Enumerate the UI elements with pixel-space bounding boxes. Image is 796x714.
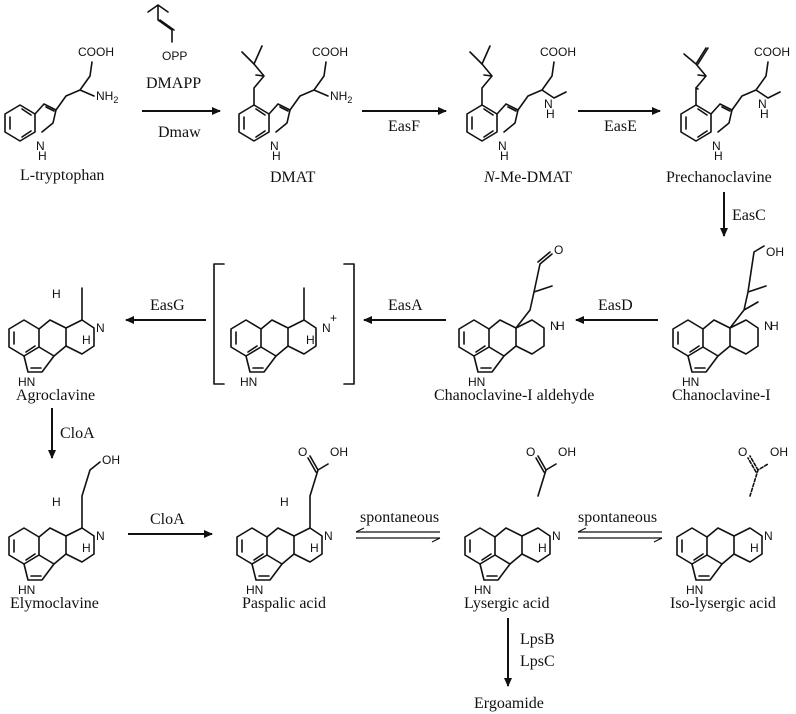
reagent-easg: EasG (150, 297, 185, 314)
nh-h-label: H (556, 319, 565, 333)
reagent-cloa2: CloA (150, 511, 185, 528)
n-label: N (96, 529, 105, 543)
nh-h-label: H (760, 107, 769, 121)
caption-elymoclavine: Elymoclavine (10, 595, 99, 612)
indole-h-label: H (38, 149, 47, 163)
caption-isolysergic: Iso-lysergic acid (670, 595, 776, 612)
nh2-label: NH2 (96, 89, 118, 105)
h-label: H (306, 333, 315, 347)
isolysergic-structure: O OH N H HN (676, 445, 788, 597)
nh-h-label: H (546, 107, 555, 121)
reagent-easf: EasF (388, 118, 420, 135)
hn-label: HN (468, 375, 485, 389)
iminium-intermediate: N + H HN (213, 263, 355, 389)
indole-nh-label: N (712, 139, 721, 153)
h-label: H (280, 495, 289, 509)
cooh-label: COOH (78, 45, 114, 59)
n-label: N (96, 321, 105, 335)
equilibrium-arrow-1 (355, 527, 441, 543)
caption-nmedmat: N-Me-DMAT (483, 169, 572, 186)
hn-label: HN (682, 375, 699, 389)
cooh-label: COOH (540, 45, 576, 59)
iminium-charge: + (330, 311, 337, 325)
caption-lysergic: Lysergic acid (464, 595, 549, 612)
reagent-spontaneous-2: spontaneous (578, 509, 657, 526)
o-label: O (738, 445, 747, 459)
n-label: N (324, 529, 333, 543)
reagent-easa: EasA (388, 297, 423, 314)
hn-label: HN (246, 583, 263, 597)
caption-ergoamide: Ergoamide (474, 695, 544, 712)
oh-label: OH (766, 245, 784, 259)
indole-h-label: H (500, 149, 509, 163)
hn-label: HN (18, 375, 35, 389)
dmapp-structure: OPP (147, 4, 187, 63)
hn-label: HN (240, 375, 257, 389)
oh-label: OH (558, 445, 576, 459)
oh-label: OH (102, 453, 120, 467)
hn-label: HN (686, 583, 703, 597)
reagent-easc: EasC (732, 207, 766, 224)
nh2-label: NH2 (330, 89, 352, 105)
chanoclavine-aldehyde-structure: O N H HN (458, 243, 565, 389)
cooh-label: COOH (754, 45, 790, 59)
reagent-dmapp: DMAPP (146, 75, 201, 92)
agroclavine-structure: H N H HN (8, 287, 105, 389)
nh-label: N (544, 97, 553, 111)
indole-h-label: H (714, 149, 723, 163)
iminium-n-label: N (322, 321, 331, 335)
nh-h-label: H (770, 319, 779, 333)
nmedmat-structure: COOH N H N H (466, 45, 576, 163)
elymoclavine-structure: OH H N H HN (8, 453, 120, 597)
reagent-dmaw: Dmaw (158, 124, 201, 141)
caption-chanoclavine: Chanoclavine-I (672, 387, 771, 404)
reagent-lpsb: LpsB (520, 631, 555, 648)
reagent-spontaneous-1: spontaneous (360, 509, 439, 526)
oh-label: OH (330, 445, 348, 459)
h-label: H (750, 541, 759, 555)
dmat-structure: COOH NH2 N H (238, 45, 352, 163)
reagent-ease: EasE (604, 118, 637, 135)
reagent-lpsc: LpsC (520, 653, 555, 670)
oh-label: OH (770, 445, 788, 459)
indole-nh-label: N (498, 139, 507, 153)
o-label: O (526, 445, 535, 459)
paspalic-structure: O OH H N H HN (236, 445, 348, 597)
h-label: H (52, 287, 61, 301)
n-label: N (552, 529, 561, 543)
h-label: H (52, 495, 61, 509)
nh-label: N (764, 319, 773, 333)
h-label-2: H (82, 541, 91, 555)
nh-label: N (758, 97, 767, 111)
o-label: O (554, 243, 563, 257)
caption-prechanoclavine: Prechanoclavine (666, 169, 772, 186)
caption-chanoclavine-aldehyde: Chanoclavine-I aldehyde (434, 387, 594, 404)
h-label-2: H (82, 333, 91, 347)
nh-label: N (550, 319, 559, 333)
tryptophan-structure: COOH NH2 N H (4, 45, 118, 163)
indole-nh-label: N (270, 139, 279, 153)
opp-label: OPP (162, 49, 187, 63)
h-label: H (538, 541, 547, 555)
caption-agroclavine: Agroclavine (16, 387, 95, 404)
hn-label: HN (18, 583, 35, 597)
lysergic-structure: O OH N H HN (464, 445, 576, 597)
cooh-label: COOH (312, 45, 348, 59)
caption-paspalic: Paspalic acid (242, 595, 326, 612)
n-label: N (764, 529, 773, 543)
reagent-cloa1: CloA (60, 425, 95, 442)
equilibrium-arrow-2 (577, 527, 663, 543)
reagent-easd: EasD (598, 297, 633, 314)
caption-tryptophan: L-tryptophan (20, 167, 104, 184)
indole-h-label: H (272, 149, 281, 163)
chanoclavine-structure: OH N H HN (672, 245, 784, 389)
caption-dmat: DMAT (270, 169, 316, 186)
hn-label: HN (474, 583, 491, 597)
indole-nh-label: N (36, 139, 45, 153)
h-label-2: H (310, 541, 319, 555)
o-label: O (298, 445, 307, 459)
prechanoclavine-structure: COOH N H N H (680, 45, 790, 163)
